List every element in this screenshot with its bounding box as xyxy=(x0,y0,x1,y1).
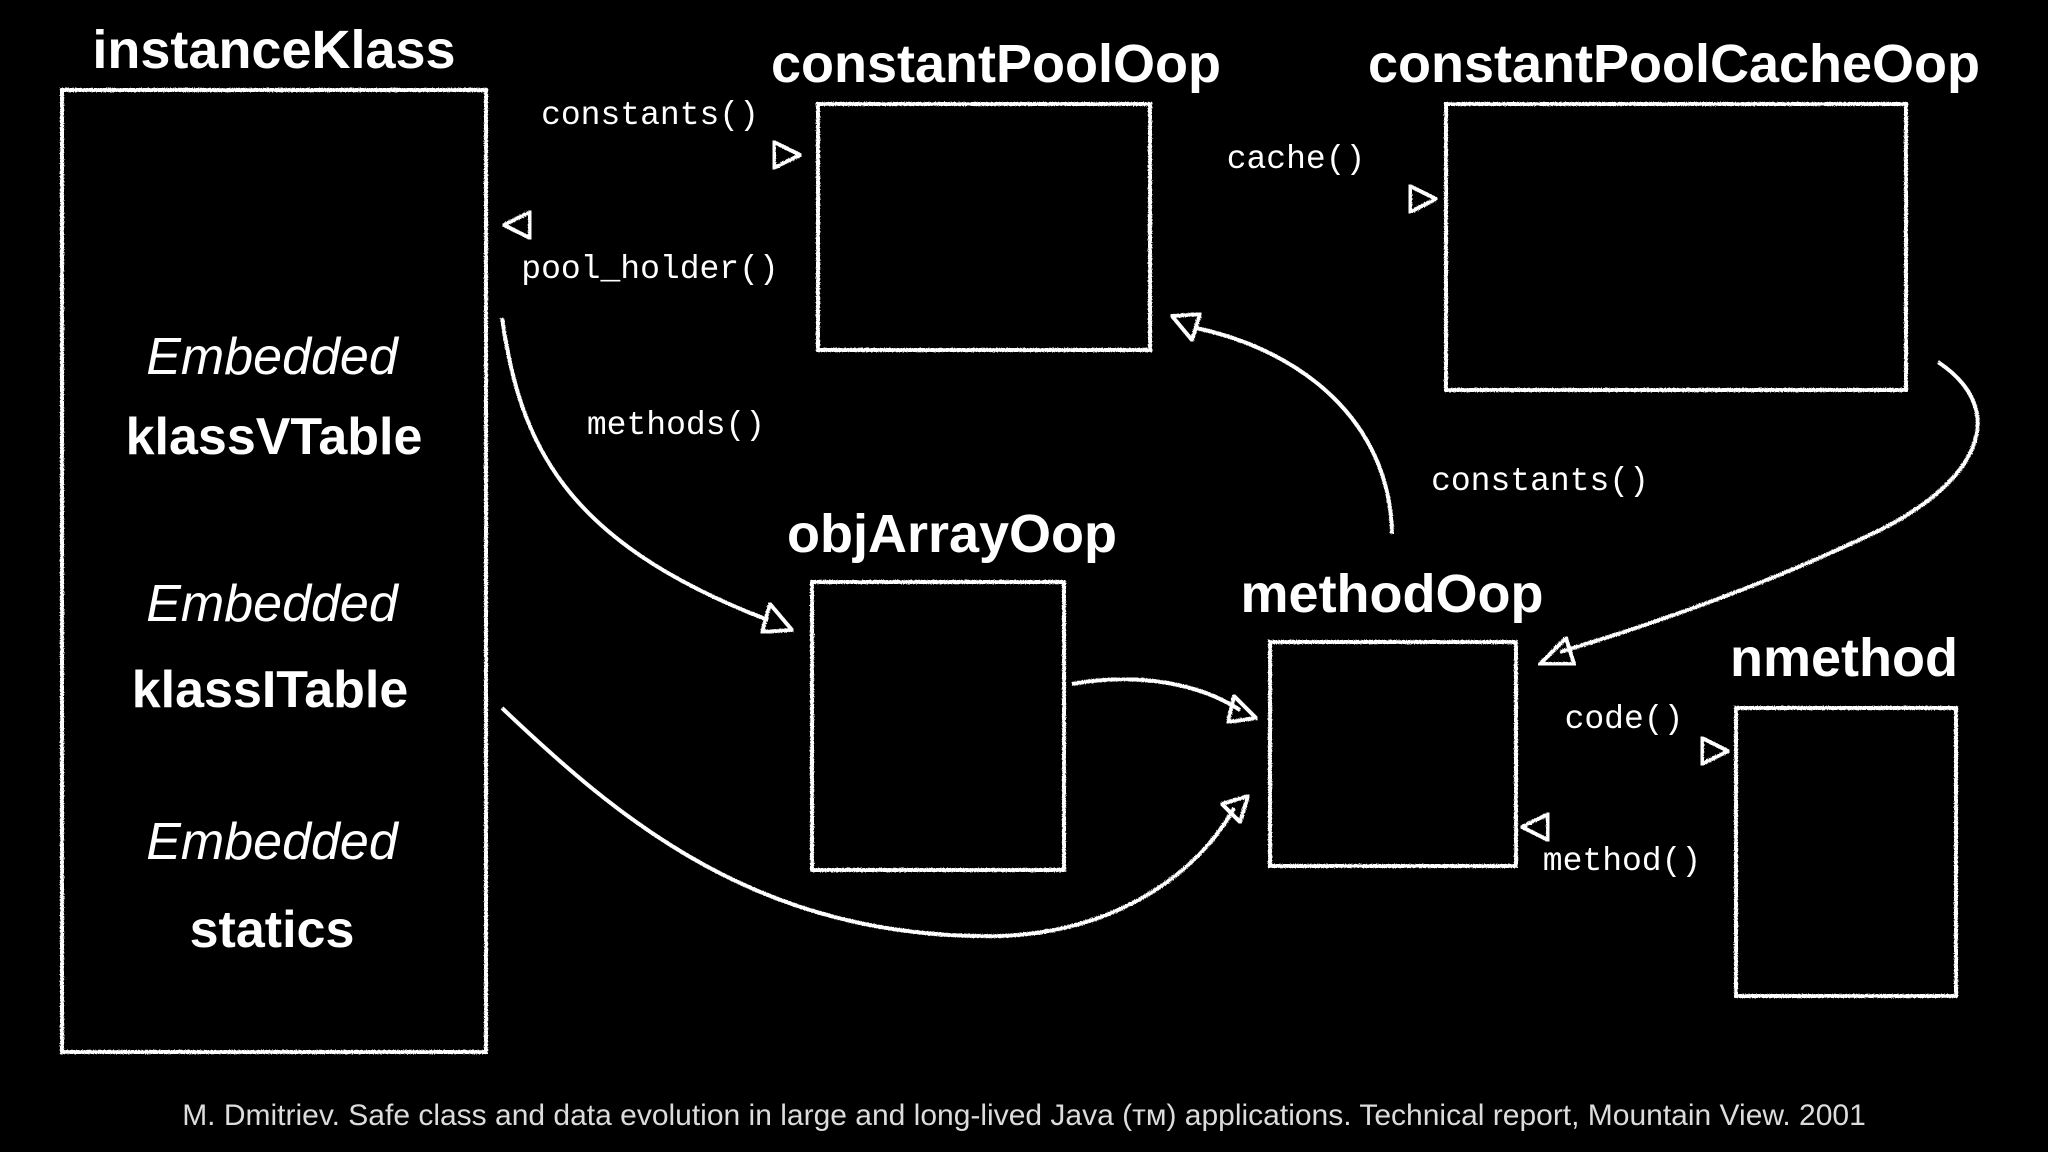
pool-holder-edge-label: pool_holder() xyxy=(521,251,778,288)
edge-code: code() xyxy=(1518,701,1733,768)
klass-itable-label: klassITable xyxy=(132,661,409,719)
nmethod-title: nmethod xyxy=(1730,628,1958,688)
obj-array-oop-node: objArrayOop xyxy=(787,504,1117,872)
method-edge-label: method() xyxy=(1543,843,1701,880)
arrow-shaft xyxy=(1559,360,1980,654)
method-oop-title: methodOop xyxy=(1241,564,1544,624)
arrow-head xyxy=(772,138,805,172)
arrow-head xyxy=(1517,810,1550,844)
constants-method-edge-label: constants() xyxy=(1431,463,1649,500)
instance-klass-node: instanceKlass Embedded klassVTable Embed… xyxy=(60,20,488,1054)
edge-pool-holder: pool_holder() xyxy=(499,208,796,288)
vtable-embedded-label: Embedded xyxy=(146,328,400,386)
edge-itable-to-method xyxy=(500,706,1252,939)
arrow-head xyxy=(1225,692,1261,725)
itable-embedded-label: Embedded xyxy=(146,575,400,633)
arrow-shaft xyxy=(1071,677,1242,712)
arrow-head xyxy=(1535,634,1577,666)
constant-pool-oop-box xyxy=(816,102,1152,352)
code-edge-label: code() xyxy=(1565,701,1684,738)
constant-pool-cache-oop-box xyxy=(1444,102,1908,392)
instance-klass-box xyxy=(60,88,488,1054)
edge-cache-to-method xyxy=(1535,360,1980,666)
constant-pool-oop-title: constantPoolOop xyxy=(771,34,1221,94)
constants-edge-label: constants() xyxy=(541,97,759,134)
constant-pool-cache-oop-node: constantPoolCacheOop xyxy=(1368,34,1980,392)
edge-cache: cache() xyxy=(1158,141,1441,216)
arrow-shaft xyxy=(500,706,1236,939)
arrow-head xyxy=(1167,311,1203,345)
arrow-head xyxy=(759,599,797,635)
edge-methods: methods() xyxy=(500,317,797,635)
obj-array-oop-title: objArrayOop xyxy=(787,504,1117,564)
nmethod-node: nmethod xyxy=(1730,628,1958,998)
statics-label: statics xyxy=(190,901,355,959)
statics-embedded-label: Embedded xyxy=(146,813,400,871)
klass-vtable-label: klassVTable xyxy=(126,408,423,466)
arrow-shaft xyxy=(500,317,769,622)
edge-method: method() xyxy=(1517,810,1722,880)
methods-edge-label: methods() xyxy=(587,407,765,444)
arrow-head xyxy=(1218,792,1252,826)
nmethod-box xyxy=(1734,706,1958,998)
arrow-head xyxy=(1408,182,1441,216)
constant-pool-cache-oop-title: constantPoolCacheOop xyxy=(1368,34,1980,94)
edge-constants-klass-to-pool: constants() xyxy=(496,97,805,172)
cache-edge-label: cache() xyxy=(1227,141,1366,178)
constant-pool-oop-node: constantPoolOop xyxy=(771,34,1221,352)
edge-constants-method-to-pool: constants() xyxy=(1167,311,1649,535)
obj-array-oop-box xyxy=(810,580,1066,872)
method-oop-box xyxy=(1268,640,1518,868)
citation-footer: M. Dmitriev. Safe class and data evoluti… xyxy=(182,1099,1866,1132)
arrow-shaft xyxy=(1195,326,1394,535)
arrow-head xyxy=(499,208,532,242)
method-oop-node: methodOop xyxy=(1241,564,1544,868)
edge-array-to-method xyxy=(1071,677,1261,725)
instance-klass-title: instanceKlass xyxy=(92,20,455,80)
arrow-head xyxy=(1700,734,1733,768)
